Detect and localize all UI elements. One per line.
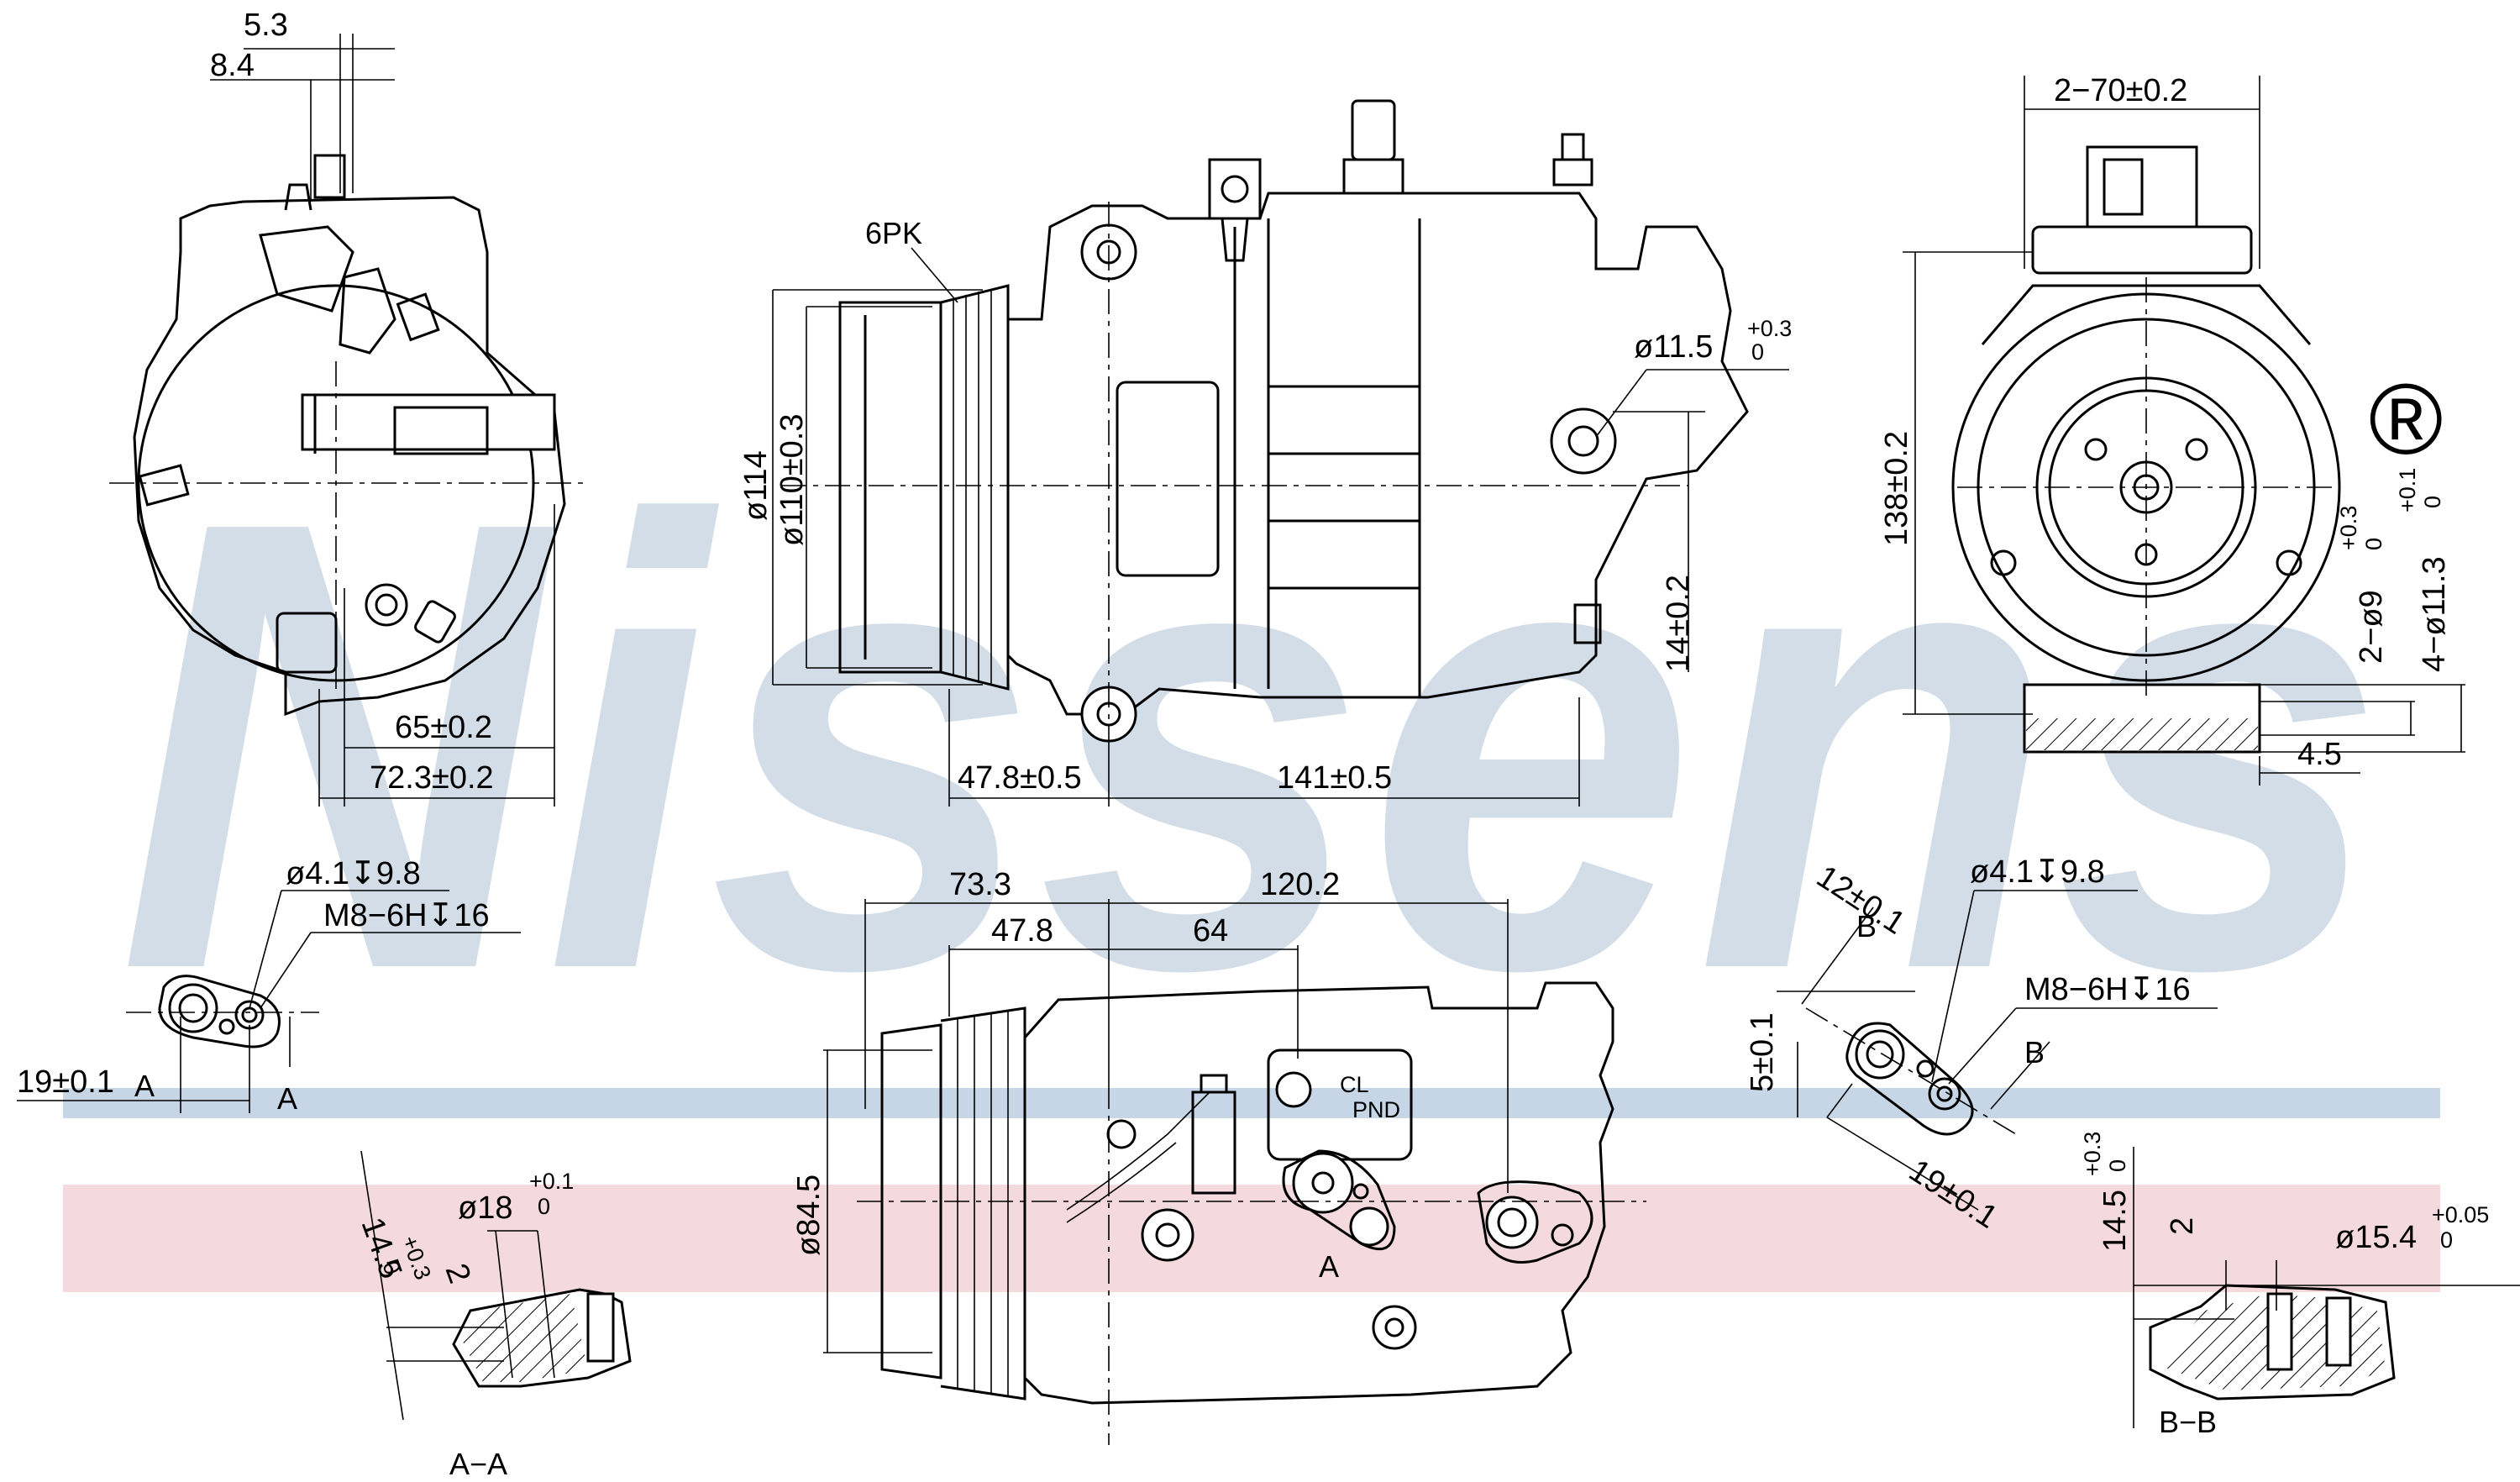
label-b-top: B <box>1856 909 1877 943</box>
front-view: 5.3 8.4 65±0.2 72.3±0.2 <box>109 8 588 807</box>
dim-2-dia-9-tol-upper: +0.3 <box>2336 506 2361 550</box>
watermark-registered-mark: ® <box>2369 363 2443 476</box>
dim-8-4: 8.4 <box>210 48 255 83</box>
port-a-detail: 19±0.1 A A ø4.1↧9.8 M8−6H↧16 <box>17 856 521 1116</box>
dim-dia-15-4-bb: ø15.4 <box>2335 1220 2417 1255</box>
label-pnd: PND <box>1352 1097 1400 1122</box>
dim-dia-18-aa-tol-upper: +0.1 <box>529 1169 574 1194</box>
section-b-b: 14.5 +0.3 0 2 ø15.4 +0.05 0 B−B <box>2080 1132 2520 1439</box>
section-a-a: 14.5 +0.3 0 ø18 +0.1 0 2 A−A <box>354 1150 632 1481</box>
side-view: ø114 ø110±0.3 6PK ø11.5 +0.3 0 14±0.2 47… <box>738 99 1792 807</box>
dim-73-3: 73.3 <box>949 867 1011 902</box>
dim-dia-110: ø110±0.3 <box>774 414 810 546</box>
dim-5-b: 5±0.1 <box>1745 1012 1780 1092</box>
dim-4-5: 4.5 <box>2297 737 2342 772</box>
dim-dia-18-aa: ø18 <box>458 1190 512 1226</box>
dim-m8-b: M8−6H↧16 <box>2024 972 2191 1007</box>
dim-m8-a: M8−6H↧16 <box>323 898 490 933</box>
dim-14-5-bb-tol-lower: 0 <box>2105 1159 2130 1172</box>
dim-dia-11-5: ø11.5 <box>1634 329 1713 365</box>
dim-dia-11-5-tol-upper: +0.3 <box>1747 316 1792 341</box>
dim-2-bb: 2 <box>2165 1217 2200 1235</box>
dim-2-dia-9-tol-lower: 0 <box>2361 538 2386 550</box>
dim-4-dia-11-3-tol-lower: 0 <box>2420 496 2445 508</box>
dim-14-5-bb-tol-upper: +0.3 <box>2080 1132 2105 1176</box>
label-6pk: 6PK <box>865 216 922 250</box>
dim-dia-4-1-b: ø4.1↧9.8 <box>1970 854 2105 890</box>
bottom-view: CL PND A 73.3 120.2 47.8 64 <box>791 867 1646 1445</box>
watermark-brand: Nissens <box>118 389 2386 1102</box>
dim-dia-15-4-bb-tol-upper: +0.05 <box>2432 1202 2489 1227</box>
label-a-left: A <box>134 1069 155 1103</box>
end-view: 2−70±0.2 138±0.2 2−ø9 +0.3 0 4−ø11.3 +0.… <box>1879 73 2465 786</box>
dim-64: 64 <box>1193 913 1228 949</box>
dim-dia-4-1-a: ø4.1↧9.8 <box>286 856 421 891</box>
dim-4-dia-11-3-tol-upper: +0.1 <box>2395 468 2420 512</box>
section-a-a-title: A−A <box>449 1447 507 1481</box>
dim-dia-11-5-tol-lower: 0 <box>1751 339 1764 365</box>
pink-band <box>63 1185 2440 1292</box>
dim-72-3: 72.3±0.2 <box>370 760 494 796</box>
dim-14: 14±0.2 <box>1661 575 1696 672</box>
dim-4-dia-11-3: 4−ø11.3 <box>2417 556 2452 672</box>
dim-141: 141±0.5 <box>1277 760 1392 796</box>
blue-band <box>63 1088 2440 1118</box>
label-b-right: B <box>2024 1035 2045 1069</box>
section-b-b-title: B−B <box>2159 1405 2217 1439</box>
dim-47-8: 47.8±0.5 <box>958 760 1082 796</box>
dim-65: 65±0.2 <box>395 710 492 745</box>
dim-dia-15-4-bb-tol-lower: 0 <box>2440 1227 2453 1253</box>
dim-dia-114: ø114 <box>738 450 774 521</box>
dim-120-2: 120.2 <box>1260 867 1340 902</box>
dim-dia-84-5: ø84.5 <box>791 1175 827 1256</box>
dim-5-3: 5.3 <box>244 8 288 43</box>
dim-dia-18-aa-tol-lower: 0 <box>538 1194 550 1219</box>
label-a-bottom: A <box>1319 1249 1339 1284</box>
dim-47-8-bottom: 47.8 <box>991 913 1053 949</box>
dim-19-a: 19±0.1 <box>17 1064 114 1100</box>
dim-2-70: 2−70±0.2 <box>2054 73 2187 108</box>
label-cl: CL <box>1340 1072 1369 1097</box>
watermark: Nissens ® <box>63 363 2443 1292</box>
label-a-right: A <box>277 1081 297 1116</box>
dim-14-5-bb: 14.5 <box>2097 1190 2133 1252</box>
dim-2-dia-9: 2−ø9 <box>2354 590 2389 664</box>
dim-138: 138±0.2 <box>1879 431 1914 546</box>
